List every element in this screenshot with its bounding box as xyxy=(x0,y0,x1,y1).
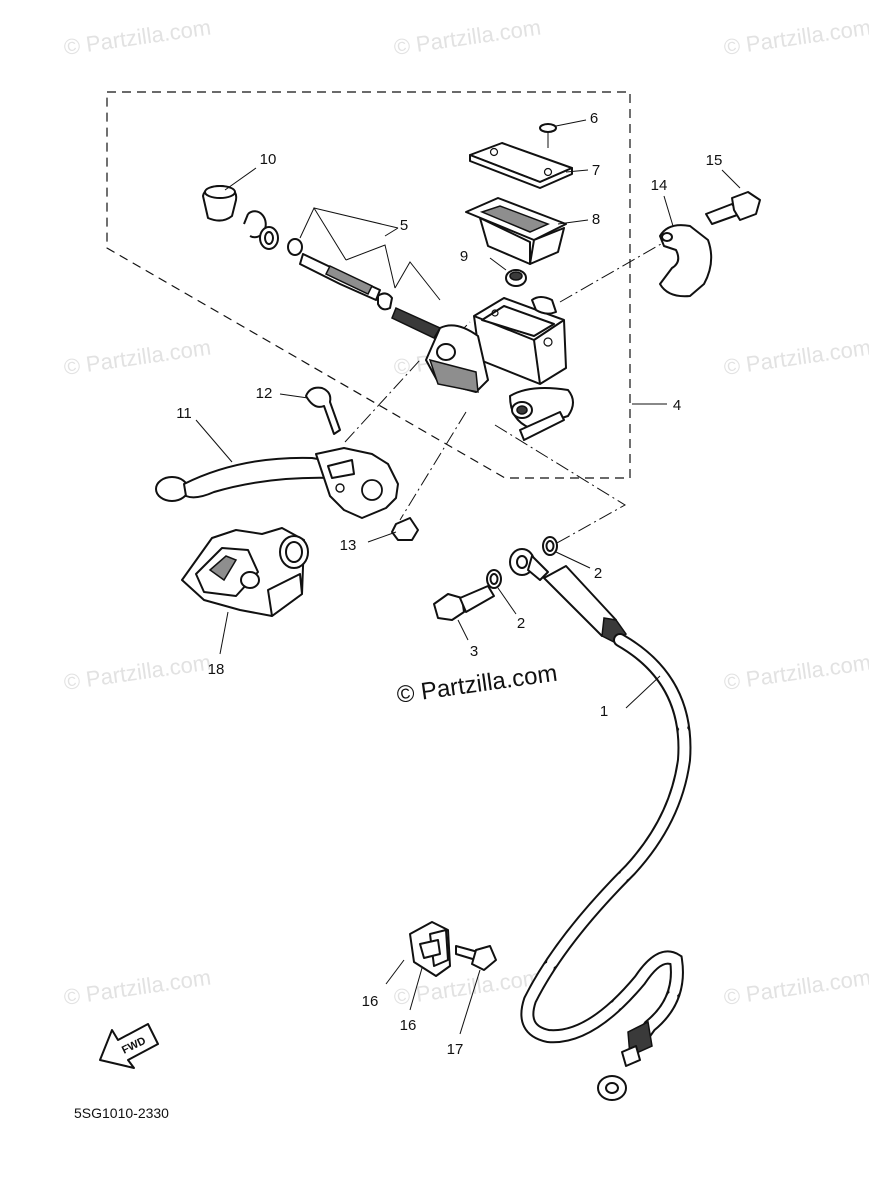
callout-label: 14 xyxy=(651,177,668,194)
diaphragm-part-8 xyxy=(465,197,589,265)
callout-label: 3 xyxy=(470,643,478,660)
watermark: © Partzilla.com xyxy=(392,15,542,60)
brake-hose-part-1 xyxy=(509,548,692,1101)
screw-part-6 xyxy=(539,119,587,148)
center-watermark: © Partzilla.com xyxy=(395,660,559,709)
callout-label: 15 xyxy=(706,152,723,169)
watermark: © Partzilla.com xyxy=(62,965,212,1010)
reservoir-cap-part-7 xyxy=(469,142,589,189)
lever-part-11 xyxy=(155,419,399,519)
callout-label: 8 xyxy=(592,211,600,228)
callout-label: 2 xyxy=(594,565,602,582)
callout-label: 6 xyxy=(590,110,598,127)
callout-label: 9 xyxy=(460,248,468,265)
watermark: © Partzilla.com xyxy=(62,650,212,695)
hose-guide-part-16 xyxy=(385,921,451,1011)
circlip xyxy=(243,210,267,239)
callout-label: 11 xyxy=(176,405,192,422)
master-cylinder-part-4 xyxy=(425,296,574,441)
callout-labels: 1 2 2 3 4 5 6 7 8 9 10 11 12 13 14 15 16… xyxy=(176,110,722,1058)
piston-kit-part-5 xyxy=(287,206,442,339)
callout-label: 13 xyxy=(340,537,357,554)
watermarks: © Partzilla.com © Partzilla.com © Partzi… xyxy=(62,15,869,1010)
union-bolt-part-3 xyxy=(433,585,495,641)
callout-label: 17 xyxy=(447,1041,464,1058)
watermark: © Partzilla.com xyxy=(722,965,869,1010)
callout-label: 18 xyxy=(208,661,225,678)
bolt-part-15 xyxy=(705,169,761,225)
grommet-part-9 xyxy=(489,257,527,287)
nut-part-13 xyxy=(367,517,419,543)
watermark: © Partzilla.com xyxy=(392,965,542,1010)
clamp-part-14 xyxy=(659,195,713,298)
fwd-arrow-icon: FWD xyxy=(99,1023,159,1069)
callout-label: 16 xyxy=(400,1017,417,1034)
callout-label: 10 xyxy=(260,151,277,168)
cover-part-18 xyxy=(181,527,309,655)
assembly-centerline xyxy=(344,239,669,549)
callout-label: 12 xyxy=(256,385,273,402)
callout-label: 7 xyxy=(592,162,600,179)
watermark: © Partzilla.com xyxy=(722,335,869,380)
boot-part-10 xyxy=(202,167,257,222)
watermark: © Partzilla.com xyxy=(722,15,869,60)
assembly-boundary xyxy=(106,91,631,479)
callout-label: 16 xyxy=(362,993,379,1010)
bolt-part-17 xyxy=(455,945,497,1035)
callout-label: 5 xyxy=(400,217,408,234)
watermark: © Partzilla.com xyxy=(722,650,869,695)
callout-label: 2 xyxy=(517,615,525,632)
watermark: © Partzilla.com xyxy=(62,15,212,60)
callout-label: 1 xyxy=(600,703,608,720)
washers-part-2 xyxy=(486,536,591,615)
pivot-bolt-part-12 xyxy=(279,386,341,435)
diagram-code: 5SG1010-2330 xyxy=(74,1105,169,1121)
washer xyxy=(259,226,279,250)
callout-label: 4 xyxy=(673,397,681,414)
watermark: © Partzilla.com xyxy=(62,335,212,380)
